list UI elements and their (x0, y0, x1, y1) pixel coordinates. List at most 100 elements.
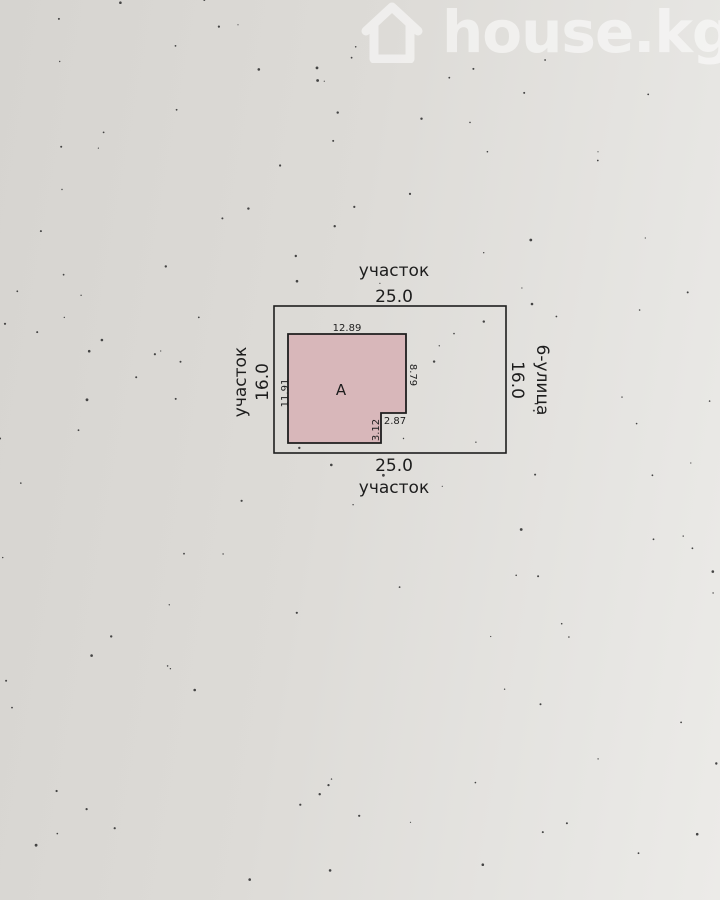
speckle (332, 139, 335, 142)
speckle (686, 291, 689, 294)
speckle (169, 668, 172, 670)
speckle (486, 150, 489, 153)
speckle (690, 462, 692, 464)
speckle (354, 46, 357, 48)
speckle (652, 538, 655, 541)
speckle (90, 654, 93, 657)
speckle (193, 688, 196, 692)
speckle (55, 789, 58, 793)
speckle (60, 145, 63, 148)
speckle (352, 504, 354, 506)
speckle (175, 108, 178, 111)
bottom-neighbor-label: участок (359, 478, 429, 498)
speckle (708, 400, 711, 402)
speckle (597, 758, 599, 760)
speckle (596, 159, 599, 162)
speckle (529, 238, 533, 242)
speckle (318, 793, 321, 796)
speckle (160, 350, 162, 352)
speckle (647, 93, 650, 96)
speckle (85, 398, 89, 402)
watermark: house.kg (360, 0, 720, 66)
speckle (712, 592, 714, 594)
speckle (432, 360, 436, 363)
building-a (287, 333, 407, 444)
speckle (534, 473, 537, 476)
speckle (353, 205, 356, 208)
speckle (530, 302, 534, 306)
building-notch-h-dim: 2.87 (384, 416, 406, 427)
speckle (135, 376, 138, 379)
speckle (0, 437, 2, 440)
speckle (39, 230, 42, 233)
speckle (523, 91, 526, 94)
speckle (237, 24, 239, 26)
speckle (240, 499, 243, 502)
speckle (295, 279, 299, 283)
speckle (715, 762, 718, 765)
speckle (63, 316, 65, 319)
speckle (441, 485, 443, 487)
speckle (682, 535, 684, 537)
speckle (174, 45, 177, 47)
left-neighbor-label: участок (231, 347, 251, 417)
speckle (174, 397, 177, 400)
speckle (398, 586, 401, 588)
speckle (409, 821, 412, 823)
speckle (315, 66, 319, 70)
speckle (481, 863, 485, 866)
speckle (294, 254, 297, 258)
right-street-label: 6-улица (532, 345, 552, 416)
top-length: 25.0 (375, 287, 413, 307)
speckle (56, 832, 59, 835)
house-icon (361, 2, 423, 63)
speckle (379, 282, 381, 284)
speckle (248, 878, 251, 881)
speckle (482, 320, 485, 323)
speckle (119, 1, 122, 4)
left-width: 16.0 (253, 363, 273, 401)
speckle (197, 316, 200, 319)
speckle (544, 59, 546, 61)
speckle (565, 822, 568, 825)
speckle (336, 111, 339, 114)
speckle (3, 322, 7, 325)
speckle (469, 121, 471, 124)
speckle (203, 0, 206, 1)
speckle (568, 636, 570, 638)
speckle (85, 808, 88, 811)
speckle (382, 473, 385, 477)
speckle (597, 151, 599, 153)
speckle (295, 611, 298, 614)
speckle (680, 721, 682, 724)
speckle (474, 781, 477, 784)
speckle (328, 869, 332, 872)
paper-speckles (0, 0, 718, 881)
speckle (97, 147, 99, 149)
building-right-dim: 8.79 (407, 364, 418, 386)
speckle (333, 225, 336, 228)
speckle (80, 294, 82, 296)
speckle (59, 60, 61, 63)
speckle (168, 604, 170, 606)
building-top-dim: 12.89 (333, 323, 362, 334)
building-label: A (336, 381, 347, 399)
speckle (350, 56, 353, 59)
speckle (113, 827, 116, 830)
speckle (358, 814, 361, 817)
top-neighbor-label: участок (359, 261, 429, 281)
speckle (166, 665, 169, 667)
speckle (164, 265, 167, 268)
speckle (695, 832, 699, 836)
speckle (448, 76, 451, 79)
speckle (257, 68, 261, 71)
speckle (635, 422, 638, 425)
speckle (298, 446, 301, 450)
speckle (393, 296, 395, 298)
speckle (77, 429, 80, 432)
speckle (691, 547, 694, 550)
speckle (100, 338, 104, 342)
speckle (102, 131, 105, 134)
speckle (279, 164, 282, 167)
watermark-text: house.kg (442, 0, 720, 66)
